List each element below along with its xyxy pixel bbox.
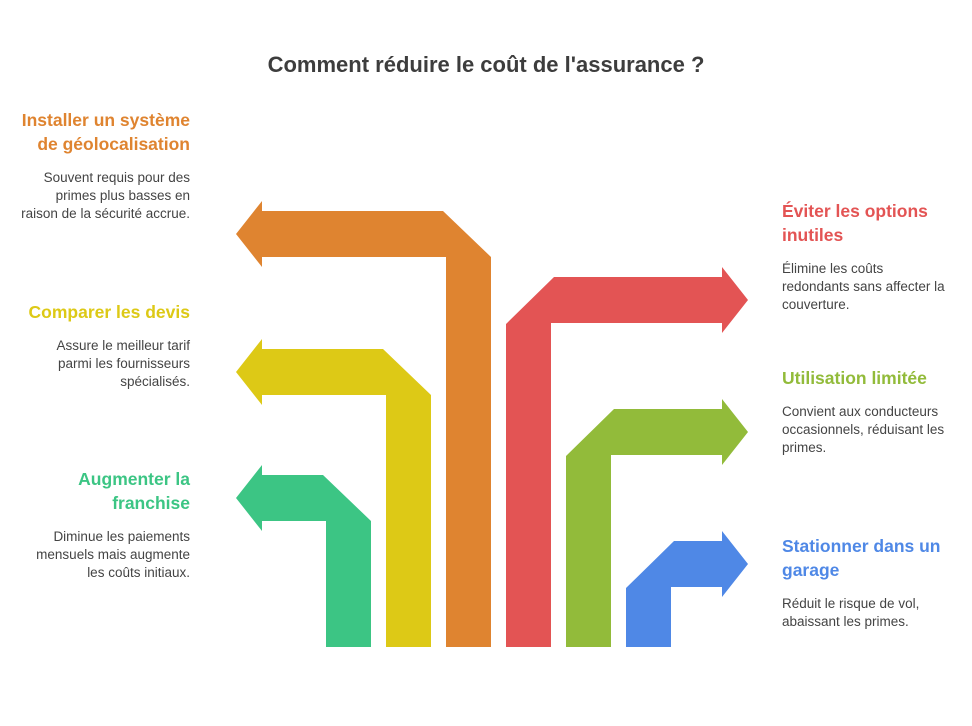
arrow-options-inutiles-shape — [506, 324, 551, 647]
item-franchise-description: Diminue les paiements mensuels mais augm… — [36, 529, 190, 580]
arrow-comparer-devis — [236, 339, 431, 647]
item-franchise-heading: Augmenter la franchise — [78, 469, 190, 513]
arrow-options-inutiles — [506, 267, 748, 647]
arrow-utilisation-limitee-shape — [566, 456, 611, 647]
arrow-utilisation-limitee-head — [566, 399, 748, 465]
item-options-inutiles-heading: Éviter les options inutiles — [782, 201, 928, 245]
item-comparer-devis: Comparer les devis Assure le meilleur ta… — [20, 300, 190, 391]
arrow-franchise — [236, 465, 371, 647]
item-utilisation-limitee-heading: Utilisation limitée — [782, 368, 927, 388]
diagram-title: Comment réduire le coût de l'assurance ? — [267, 52, 705, 77]
item-utilisation-limitee: Utilisation limitée Convient aux conduct… — [782, 366, 952, 457]
arrow-utilisation-limitee — [566, 399, 748, 647]
item-comparer-devis-description: Assure le meilleur tarif parmi les fourn… — [56, 338, 190, 389]
item-garage-heading: Stationner dans un garage — [782, 536, 941, 580]
item-geolocalisation-heading: Installer un système de géolocalisation — [21, 110, 190, 154]
item-garage: Stationner dans un garage Réduit le risq… — [782, 534, 952, 631]
arrow-garage-shape — [626, 588, 671, 647]
arrow-geolocalisation-shape — [236, 201, 491, 647]
arrow-garage-head — [626, 531, 748, 597]
item-utilisation-limitee-description: Convient aux conducteurs occasionnels, r… — [782, 404, 945, 455]
arrow-franchise-shape — [236, 465, 371, 647]
item-geolocalisation-description: Souvent requis pour des primes plus bass… — [21, 170, 190, 221]
arrow-options-inutiles-head — [506, 267, 748, 333]
item-geolocalisation: Installer un système de géolocalisation … — [20, 108, 190, 223]
item-options-inutiles: Éviter les options inutiles Élimine les … — [782, 199, 952, 314]
item-options-inutiles-description: Élimine les coûts redondants sans affect… — [782, 261, 945, 312]
arrow-comparer-devis-shape — [236, 339, 431, 647]
item-comparer-devis-heading: Comparer les devis — [28, 302, 190, 322]
arrow-garage — [626, 531, 748, 647]
item-garage-description: Réduit le risque de vol, abaissant les p… — [782, 596, 920, 629]
arrow-geolocalisation — [236, 201, 491, 647]
item-franchise: Augmenter la franchise Diminue les paiem… — [20, 467, 190, 582]
